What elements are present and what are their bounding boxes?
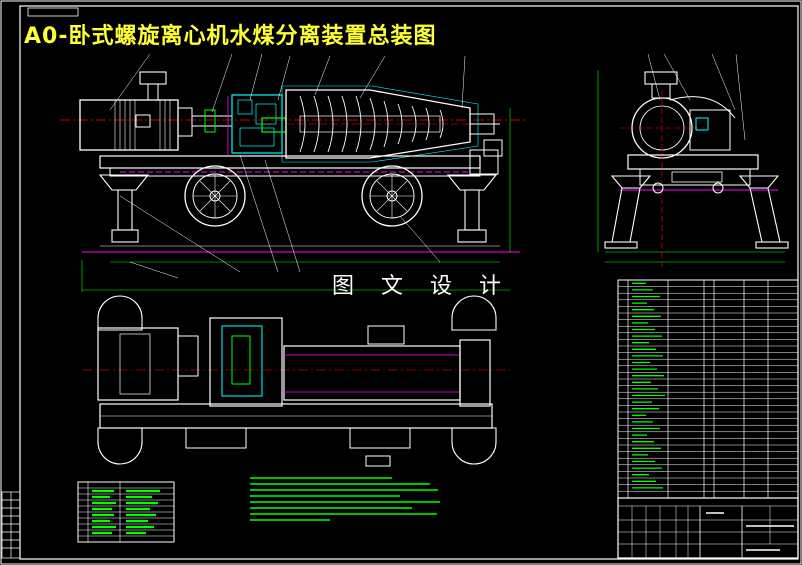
drawing-number-box: [27, 7, 79, 17]
side-view: [597, 53, 789, 270]
technical-requirements: [250, 477, 440, 521]
watermark-text: 图 文 设 计: [332, 274, 511, 299]
drawing-title: A0-卧式螺旋离心机水煤分离装置总装图: [24, 24, 437, 49]
screw-conveyor: [299, 95, 444, 153]
motor: [79, 99, 179, 151]
support-legs: [98, 174, 498, 243]
parts-list: [617, 279, 799, 499]
leader-lines: [109, 53, 466, 279]
centrifuge-bowl: [285, 89, 471, 159]
wheel-left: [184, 165, 246, 227]
parameter-table: [77, 481, 175, 543]
title-block: [617, 497, 799, 559]
wheel-right: [361, 165, 423, 227]
top-view: [82, 295, 510, 467]
binding-margin-boxes: [1, 491, 21, 559]
front-view: [60, 53, 525, 292]
